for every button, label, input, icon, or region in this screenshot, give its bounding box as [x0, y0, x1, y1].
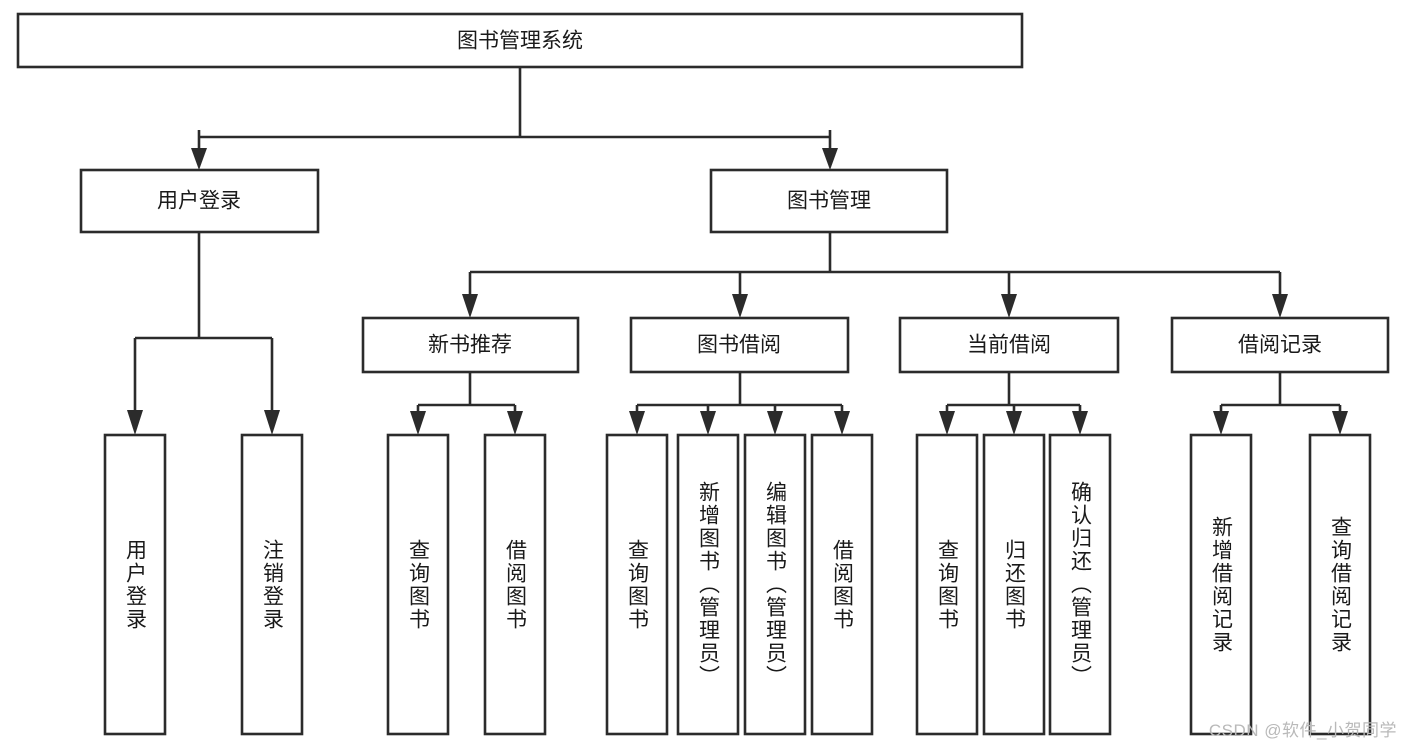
- node-box-leaf-4[interactable]: [605, 433, 669, 736]
- arrow-head-bookborrow-leaf-3: [767, 411, 783, 435]
- arrow-head-current-borrow: [1001, 294, 1017, 318]
- arrow-head-leaf-user-login: [127, 410, 143, 435]
- label-root: 图书管理系统: [457, 30, 583, 53]
- node-box-leaf-11[interactable]: [1189, 433, 1253, 736]
- node-box-leaf-8[interactable]: [915, 433, 979, 736]
- csdn-watermark: CSDN @软件_小贺同学: [1208, 721, 1397, 740]
- node-box-leaf-1[interactable]: [240, 433, 304, 736]
- label-borrow-record: 借阅记录: [1238, 334, 1322, 357]
- arrow-head-leaf-logout: [264, 410, 280, 435]
- connector-layer: [127, 67, 1348, 435]
- arrow-head-currentborrow-leaf-2: [1006, 411, 1022, 435]
- node-box-layer: [16, 12, 1390, 736]
- node-box-leaf-7[interactable]: [810, 433, 874, 736]
- arrow-head-user-login: [191, 148, 207, 170]
- node-box-leaf-6[interactable]: [743, 433, 807, 736]
- node-box-book-borrow[interactable]: [629, 316, 850, 374]
- label-book-management: 图书管理: [787, 190, 871, 213]
- node-box-user-login[interactable]: [79, 168, 320, 234]
- arrow-head-new-book-rec: [462, 294, 478, 318]
- arrow-head-currentborrow-leaf-3: [1072, 411, 1088, 435]
- node-box-leaf-5[interactable]: [676, 433, 740, 736]
- label-user-login: 用户登录: [157, 190, 241, 213]
- node-box-leaf-10[interactable]: [1048, 433, 1112, 736]
- arrow-head-bookborrow-leaf-4: [834, 411, 850, 435]
- arrow-head-book-borrow: [732, 294, 748, 318]
- node-box-current-borrow[interactable]: [898, 316, 1120, 374]
- arrow-head-bookborrow-leaf-2: [700, 411, 716, 435]
- node-box-leaf-0[interactable]: [103, 433, 167, 736]
- horizontal-label-layer: 图书管理系统 用户登录 图书管理 新书推荐 图书借阅 当前借阅 借阅记录: [157, 30, 1322, 357]
- arrow-head-newbook-leaf-1: [410, 411, 426, 435]
- arrow-head-currentborrow-leaf-1: [939, 411, 955, 435]
- arrow-head-borrow-record: [1272, 294, 1288, 318]
- node-box-leaf-12[interactable]: [1308, 433, 1372, 736]
- node-box-borrow-record[interactable]: [1170, 316, 1390, 374]
- node-box-leaf-9[interactable]: [982, 433, 1046, 736]
- arrow-head-bookborrow-leaf-1: [629, 411, 645, 435]
- label-new-book-recommend: 新书推荐: [428, 334, 512, 357]
- arrow-head-borrowrecord-leaf-2: [1332, 411, 1348, 435]
- node-box-new-book-recommend[interactable]: [361, 316, 580, 374]
- node-box-book-management[interactable]: [709, 168, 949, 234]
- node-box-leaf-3[interactable]: [483, 433, 547, 736]
- node-box-root[interactable]: [16, 12, 1024, 69]
- arrow-head-borrowrecord-leaf-1: [1213, 411, 1229, 435]
- node-box-leaf-2[interactable]: [386, 433, 450, 736]
- arrow-head-book-mgmt: [822, 148, 838, 170]
- arrow-head-newbook-leaf-2: [507, 411, 523, 435]
- label-book-borrow: 图书借阅: [697, 334, 781, 357]
- label-current-borrow: 当前借阅: [967, 334, 1051, 357]
